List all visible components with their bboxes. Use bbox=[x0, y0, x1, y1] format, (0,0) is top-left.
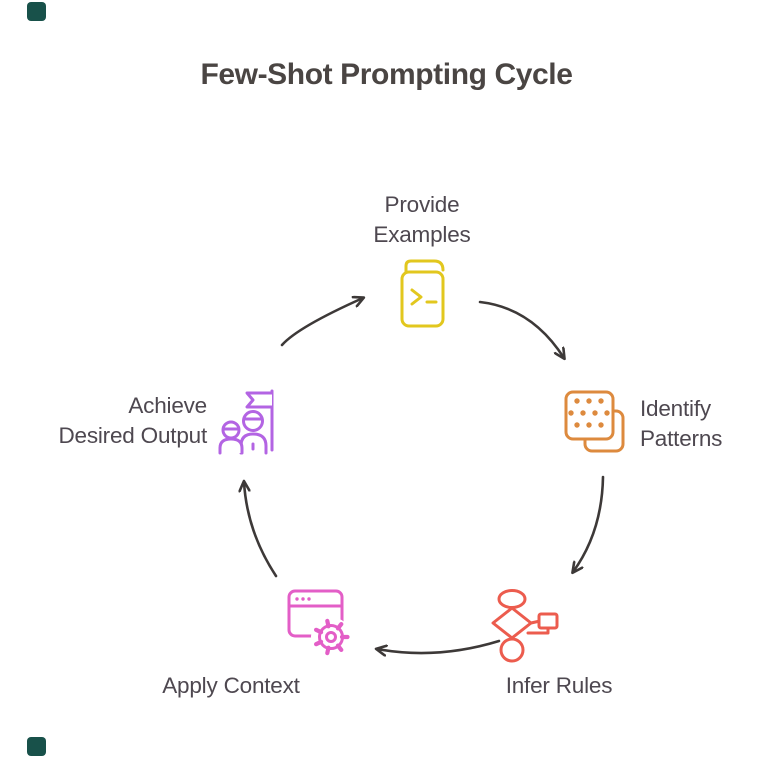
label-achieve-desired-output: Achieve Desired Output bbox=[58, 391, 207, 451]
corner-marker-bottom-left bbox=[27, 737, 46, 756]
window-gear-icon bbox=[287, 589, 351, 657]
arrow-provide-to-identify bbox=[478, 300, 564, 358]
label-line: Examples bbox=[373, 222, 471, 247]
pattern-squares-icon bbox=[564, 390, 625, 453]
person-back bbox=[239, 410, 268, 455]
label-line: Achieve bbox=[128, 393, 207, 418]
label-apply-context: Apply Context bbox=[131, 671, 331, 701]
label-line: Desired Output bbox=[58, 423, 207, 448]
flag-icon bbox=[245, 391, 274, 409]
arrow-identify-to-infer bbox=[573, 475, 605, 572]
gear-icon bbox=[314, 618, 350, 656]
arrow-infer-to-apply bbox=[377, 639, 501, 653]
label-line: Identify bbox=[640, 396, 711, 421]
label-line: Patterns bbox=[640, 426, 723, 451]
label-infer-rules: Infer Rules bbox=[459, 671, 659, 701]
label-identify-patterns: Identify Patterns bbox=[640, 394, 722, 454]
label-line: Provide bbox=[384, 192, 460, 217]
label-line: Apply Context bbox=[162, 673, 300, 698]
arrow-apply-to-achieve bbox=[244, 482, 278, 578]
cycle-arrows bbox=[244, 298, 605, 653]
window-dots bbox=[295, 597, 311, 601]
team-flag-icon bbox=[218, 389, 274, 455]
person-front bbox=[218, 420, 244, 455]
arrow-achieve-to-provide bbox=[280, 298, 363, 347]
page-title: Few-Shot Prompting Cycle bbox=[200, 58, 573, 91]
label-provide-examples: Provide Examples bbox=[302, 190, 542, 250]
terminal-book-icon bbox=[400, 259, 445, 328]
pattern-dots bbox=[568, 398, 610, 428]
flowchart-icon bbox=[491, 589, 559, 663]
corner-marker-top-left bbox=[27, 2, 46, 21]
label-line: Infer Rules bbox=[505, 673, 613, 698]
